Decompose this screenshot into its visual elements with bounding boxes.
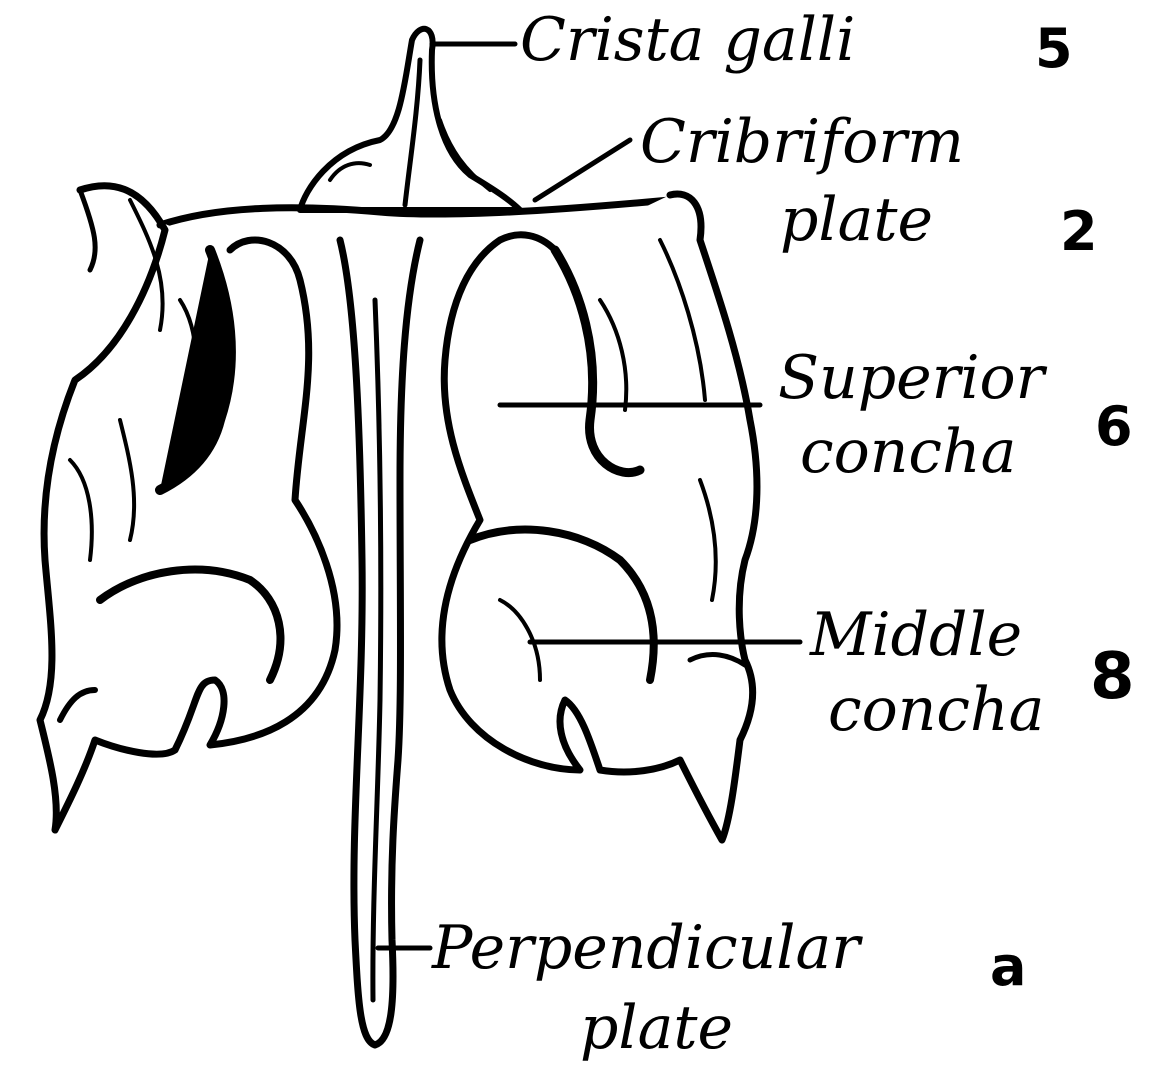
label-crista-galli: Crista galli: [520, 10, 855, 70]
label-cribriform-line2: plate: [780, 190, 933, 250]
label-perpendicular-line2: plate: [580, 998, 733, 1058]
label-middle-line1: Middle: [810, 605, 1022, 665]
annotation-perpendicular: a: [990, 940, 1026, 994]
annotation-middle: 8: [1090, 645, 1135, 709]
label-cribriform-line1: Cribriform: [640, 112, 964, 172]
label-superior-line2: concha: [800, 422, 1016, 482]
leader-cribriform: [535, 140, 630, 200]
label-middle-line2: concha: [828, 680, 1044, 740]
label-perpendicular-line1: Perpendicular: [432, 918, 860, 978]
annotation-crista-galli: 5: [1035, 22, 1073, 76]
left-labyrinth-shape: [40, 186, 337, 830]
label-superior-line1: Superior: [778, 348, 1044, 408]
annotation-cribriform: 2: [1060, 205, 1098, 259]
annotation-superior: 6: [1095, 400, 1133, 454]
